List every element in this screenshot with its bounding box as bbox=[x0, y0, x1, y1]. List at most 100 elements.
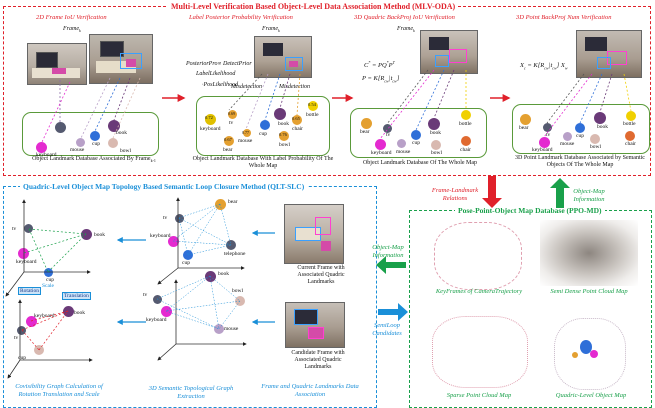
label-cup-4: cup bbox=[576, 133, 584, 139]
node-cup-3 bbox=[411, 130, 421, 140]
qlt-label-tv-b: tv bbox=[14, 335, 19, 341]
label-book-3: book bbox=[430, 130, 441, 136]
prob-chair: 0.65 bbox=[292, 116, 300, 121]
db2-box bbox=[196, 96, 330, 156]
label-tv-3: tv bbox=[386, 132, 391, 138]
qlt-title: Quadric-Level Object Map Topology Based … bbox=[20, 181, 308, 192]
ppo-quadric-caption: Quadric-Level Object Map bbox=[555, 392, 627, 399]
label-book-2: book bbox=[278, 121, 289, 127]
ppo-kf-caption: KeyFrames of CameraTrajectory bbox=[435, 288, 523, 295]
candidate-frame-photo bbox=[285, 302, 345, 348]
qlt-label-phone-c: telephone bbox=[224, 251, 246, 257]
label-bowl-3: bowl bbox=[431, 150, 442, 156]
node-bowl-1 bbox=[108, 138, 118, 148]
ppo-semi-plot bbox=[540, 220, 638, 286]
node-bottle-3 bbox=[461, 110, 471, 120]
node-chair-4 bbox=[625, 131, 635, 141]
mlv-title: Multi-Level Verification Based Object-Le… bbox=[168, 1, 459, 12]
qlt-node-keyboard-b bbox=[26, 316, 37, 327]
current-frame-caption: Current Frame with Associated Quadric La… bbox=[297, 265, 345, 285]
label-bear-4: bear bbox=[519, 125, 529, 131]
node-book-4 bbox=[594, 112, 606, 124]
qlt-node-cup-a bbox=[44, 268, 53, 277]
ppo-semi-caption: Semi Dense Point Cloud Map bbox=[550, 288, 628, 295]
node-bowl-2 bbox=[279, 131, 289, 141]
qlt-label-bowl-d: bowl bbox=[232, 288, 243, 294]
link-semi-loop: SemiLoop Candidates bbox=[372, 322, 402, 337]
qlt-node-tv-a bbox=[24, 224, 33, 233]
node-mouse-1 bbox=[76, 138, 85, 147]
label-bowl-2: bowl bbox=[279, 142, 290, 148]
qlt-label-book-b: book bbox=[74, 310, 85, 316]
label-bear-3: bear bbox=[360, 129, 370, 135]
qlt-caption-1: Covisibility Graph Calculation of Rotati… bbox=[15, 383, 103, 398]
ppo-quadric-plot bbox=[554, 318, 626, 390]
label-cup-2: cup bbox=[259, 131, 267, 137]
node-book-3 bbox=[428, 118, 440, 130]
node-keyboard-1 bbox=[36, 142, 47, 153]
qlt-caption-3: Frame and Quadric Landmarks Data Associa… bbox=[261, 383, 359, 398]
eq-projection: C* = PQ*PT bbox=[364, 60, 395, 70]
label-book-4: book bbox=[597, 124, 608, 130]
node-bowl-3 bbox=[431, 140, 441, 150]
qlt-node-bear-c bbox=[215, 199, 226, 210]
label-chair-2: chair bbox=[292, 126, 303, 132]
label-keyboard-4: keyboard bbox=[532, 147, 553, 153]
frame-photo-1b bbox=[89, 34, 153, 84]
label-mouse-1: mouse bbox=[70, 147, 85, 153]
qlt-label-bear-c: bear bbox=[228, 199, 238, 205]
label-book-1: book bbox=[116, 130, 127, 136]
link-object-map-2: Object-Map Information bbox=[372, 244, 404, 259]
candidate-frame-caption: Candidate Frame with Associated Quadric … bbox=[291, 350, 345, 370]
eq-backproj: Xc = K[Rcw|tcw] Xw bbox=[520, 62, 568, 71]
qlt-label-keyboard-d: keyboard bbox=[146, 317, 167, 323]
frame-photo-2 bbox=[254, 36, 312, 78]
frame-photo-1a bbox=[27, 43, 87, 85]
label-keyboard-1: keyboard bbox=[36, 152, 57, 158]
node-bottle-4 bbox=[626, 111, 636, 121]
prob-bowl: 0.76 bbox=[279, 132, 287, 137]
qlt-node-keyboard-a bbox=[18, 248, 29, 259]
label-tv-4: tv bbox=[546, 132, 551, 138]
node-bear-4 bbox=[520, 114, 531, 125]
node-tv-4 bbox=[543, 123, 552, 132]
node-bear-2 bbox=[224, 136, 234, 146]
node-book-2 bbox=[274, 108, 286, 120]
qlt-label-keyboard-b: keyboard bbox=[34, 313, 55, 319]
frame-k-label-3: Framek bbox=[397, 26, 415, 34]
label-chair-4: chair bbox=[625, 141, 636, 147]
label-cup-3: cup bbox=[412, 140, 420, 146]
ppo-kf-plot bbox=[434, 222, 522, 290]
node-tv-3 bbox=[383, 124, 392, 133]
step2-label: Label Posterior Probability Verification bbox=[189, 14, 293, 21]
step4-label: 3D Point BackProj Num Verification bbox=[516, 14, 612, 21]
ppo-quadric-blob-3 bbox=[572, 352, 578, 358]
ppo-title: Pose-Point-Object Map Database (PPO-MD) bbox=[455, 205, 605, 216]
qlt-caption-2: 3D Semantic Topological Graph Extraction bbox=[148, 385, 234, 400]
node-bowl-4 bbox=[590, 134, 600, 144]
db2-caption: Object Landmark Database With Label Prob… bbox=[192, 156, 334, 169]
arrow-to-ppo bbox=[482, 176, 502, 208]
ppo-quadric-blob-1 bbox=[580, 340, 592, 354]
label-bear-2: bear bbox=[223, 147, 233, 153]
formula-posterior: PosteriorPro∝ DetectPrior bbox=[186, 61, 252, 67]
node-chair-3 bbox=[461, 136, 471, 146]
qlt-node-book-a bbox=[81, 229, 92, 240]
prob-bear: 0.67 bbox=[224, 137, 232, 142]
node-obj1 bbox=[55, 122, 66, 133]
label-mouse-4: mouse bbox=[560, 141, 575, 147]
frame-k-label: Framek bbox=[63, 26, 81, 34]
qlt-label-mouse-d: mouse bbox=[224, 326, 239, 332]
qlt-node-keyboard-d bbox=[161, 306, 172, 317]
qlt-label-cup-c: cup bbox=[182, 260, 190, 266]
qlt-label-book-d: book bbox=[218, 271, 229, 277]
node-mouse-4 bbox=[563, 132, 572, 141]
db3-caption: Object Landmark Database Of The Whole Ma… bbox=[362, 160, 478, 166]
node-cup-2 bbox=[260, 120, 270, 130]
qlt-node-tv-b bbox=[17, 326, 26, 335]
qlt-label-translation: Translation bbox=[62, 292, 91, 300]
misdetection-2: Misdetection bbox=[279, 84, 310, 90]
frame-photo-4 bbox=[576, 30, 642, 78]
node-book-1 bbox=[108, 120, 120, 132]
